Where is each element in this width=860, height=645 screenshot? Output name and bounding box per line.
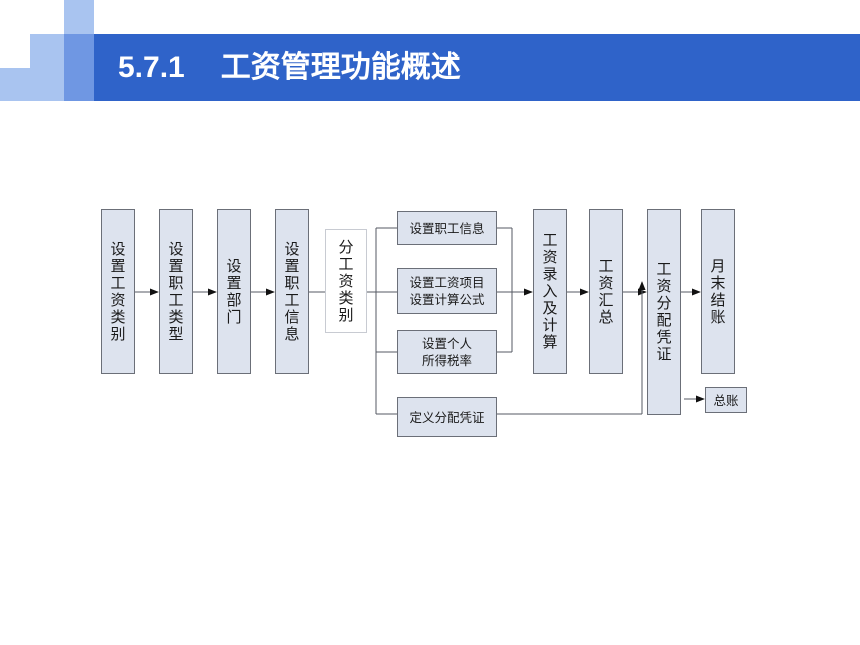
step-label: 设置工资类别 <box>108 240 127 343</box>
step-salary-summary: 工资汇总 <box>589 209 623 374</box>
step-salary-voucher: 工资分配凭证 <box>647 209 681 415</box>
branch-set-salary-items: 设置工资项目 设置计算公式 <box>397 268 497 314</box>
step-label: 工资录入及计算 <box>540 232 559 351</box>
step-set-staff-type: 设置职工类型 <box>159 209 193 374</box>
step-label: 分工资类别 <box>336 238 355 324</box>
step-label: 总账 <box>713 392 739 408</box>
deco-square <box>0 68 64 101</box>
deco-square <box>30 34 64 68</box>
step-general-ledger: 总账 <box>705 387 747 413</box>
deco-square <box>64 68 94 101</box>
step-label: 设置职工信息 <box>282 240 301 343</box>
branch-set-income-tax: 设置个人 所得税率 <box>397 330 497 374</box>
section-number: 5.7.1 <box>118 51 185 84</box>
label-by-salary-category: 分工资类别 <box>325 229 367 333</box>
branch-set-staff-info: 设置职工信息 <box>397 211 497 245</box>
title-bar <box>94 34 860 101</box>
page-title: 5.7.1 工资管理功能概述 <box>118 44 461 92</box>
step-set-department: 设置部门 <box>217 209 251 374</box>
branch-define-voucher: 定义分配凭证 <box>397 397 497 437</box>
step-label: 设置职工类型 <box>166 240 185 343</box>
section-title: 工资管理功能概述 <box>220 50 461 85</box>
deco-square <box>64 0 94 34</box>
branch-label-line: 所得税率 <box>421 353 472 368</box>
step-salary-entry: 工资录入及计算 <box>533 209 567 374</box>
step-label: 月末结账 <box>708 257 727 326</box>
step-label: 工资汇总 <box>596 257 615 326</box>
branch-label: 定义分配凭证 <box>409 409 485 425</box>
step-set-salary-category: 设置工资类别 <box>101 209 135 374</box>
step-label: 工资分配凭证 <box>654 261 673 363</box>
branch-label: 设置职工信息 <box>409 220 485 236</box>
step-month-end: 月末结账 <box>701 209 735 374</box>
branch-label-line: 设置个人 <box>421 336 472 351</box>
branch-label-line: 设置工资项目 <box>409 275 485 290</box>
step-label: 设置部门 <box>224 257 243 326</box>
step-set-staff-info: 设置职工信息 <box>275 209 309 374</box>
branch-label-line: 设置计算公式 <box>409 292 485 307</box>
deco-square <box>64 34 94 68</box>
